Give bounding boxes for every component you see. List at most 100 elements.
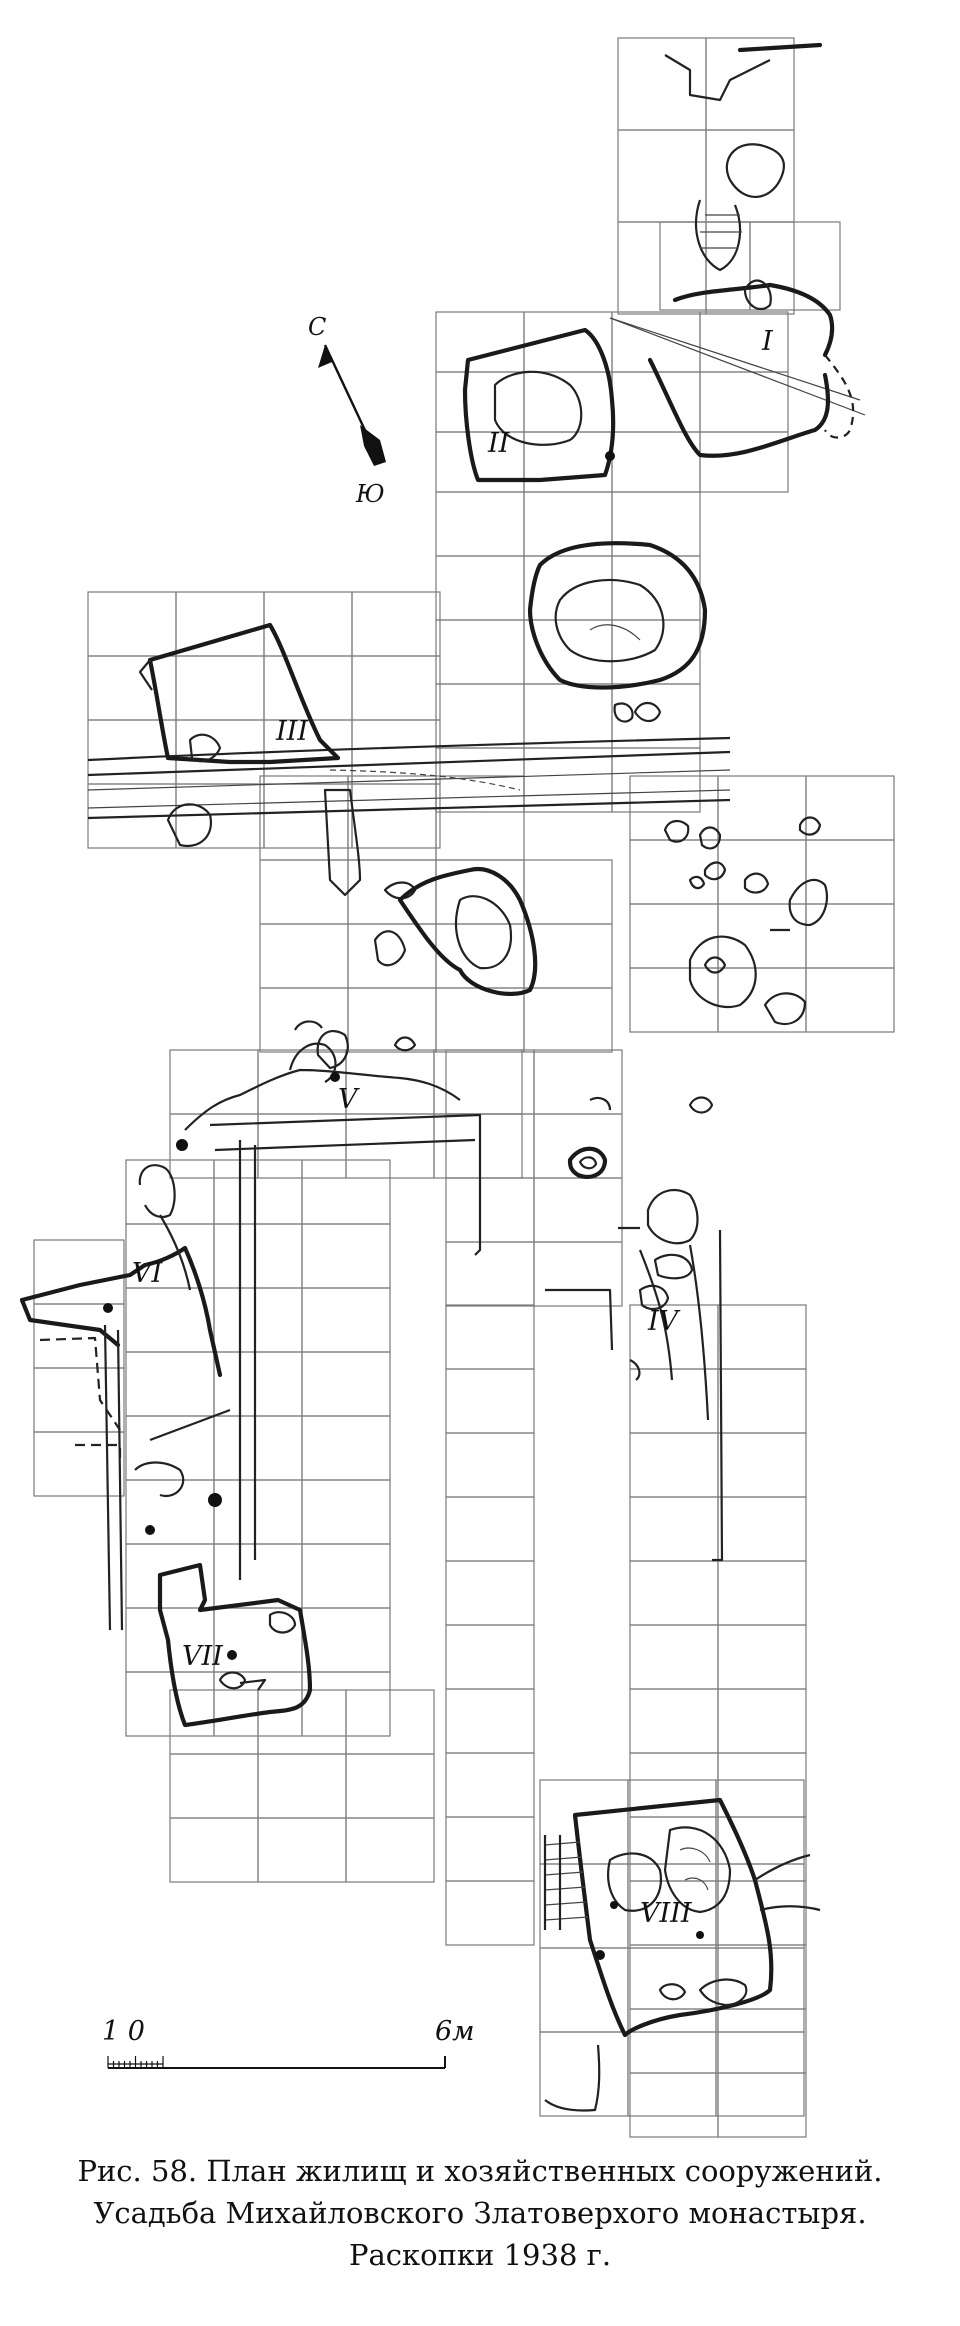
grid-square: [533, 1241, 623, 1307]
grid-square: [611, 431, 701, 493]
grid-square: [445, 1624, 535, 1690]
grid-square: [611, 747, 701, 813]
grid-square: [351, 783, 441, 849]
grid-square: [169, 1753, 259, 1819]
grid-square: [523, 683, 613, 749]
grid-square: [213, 1543, 303, 1609]
grid-square: [445, 1368, 535, 1434]
grid-square: [617, 37, 707, 131]
grid-square: [629, 903, 719, 969]
grid-square: [301, 1479, 391, 1545]
grid-square: [435, 747, 525, 813]
grid-square: [259, 987, 349, 1053]
label-feature-VII: VII: [182, 1641, 224, 1672]
grid-square: [715, 1947, 805, 2033]
grid-square: [257, 1049, 347, 1115]
grid-square: [523, 923, 613, 989]
grid-square: [213, 1223, 303, 1289]
feature-V-outline: [184, 1036, 608, 1580]
grid-square: [717, 2072, 807, 2138]
grid-square: [445, 1177, 535, 1243]
grid-square: [539, 2031, 629, 2117]
post-holes: [103, 451, 704, 1960]
label-feature-II: II: [487, 428, 511, 459]
grid-square: [301, 1351, 391, 1417]
feature-IV-outline: [545, 1188, 724, 1562]
caption-line-2: Усадьба Михайловского Златоверхого монас…: [93, 2196, 867, 2230]
grid-square: [715, 2031, 805, 2117]
grid-square: [717, 1368, 807, 1434]
label-feature-VI: VI: [132, 1258, 163, 1289]
grid-square: [345, 1817, 435, 1883]
grid-square: [87, 655, 177, 721]
grid-square: [301, 1223, 391, 1289]
grid-square: [611, 311, 701, 373]
north-label: С: [308, 313, 326, 341]
grid-square: [257, 1753, 347, 1819]
grid-square: [347, 987, 437, 1053]
grid-square: [433, 1049, 523, 1115]
grid-square: [805, 967, 895, 1033]
grid-square: [301, 1415, 391, 1481]
grid-square: [539, 1779, 629, 1865]
grid-square: [169, 1049, 259, 1115]
grid-square: [717, 903, 807, 969]
grid-square: [213, 1479, 303, 1545]
grid-square: [717, 775, 807, 841]
grid-square: [435, 491, 525, 557]
grid-square: [805, 903, 895, 969]
grid-square: [445, 1880, 535, 1946]
grid-square: [717, 1688, 807, 1754]
grid-square: [445, 1816, 535, 1882]
grid-square: [263, 783, 353, 849]
central-pit: [527, 541, 708, 723]
excavation-grid: [33, 37, 895, 2138]
grid-square: [301, 1607, 391, 1673]
grid-square: [539, 1947, 629, 2033]
grid-square: [699, 431, 789, 493]
grid-square: [351, 655, 441, 721]
grid-square: [435, 987, 525, 1053]
grid-square: [125, 1351, 215, 1417]
grid-square: [523, 371, 613, 433]
north-arrow: С Ю: [308, 313, 386, 508]
grid-square: [617, 129, 707, 223]
grid-square: [717, 1304, 807, 1370]
grid-square: [213, 1607, 303, 1673]
grid-square: [523, 987, 613, 1053]
figure-caption: Рис. 58. План жилищ и хозяйственных соор…: [0, 2150, 960, 2276]
grid-square: [627, 1947, 717, 2033]
scale-ticks: [107, 2056, 164, 2068]
scale-bar: 1 0 6м: [102, 2016, 475, 2069]
grid-square: [629, 1816, 719, 1882]
grid-square: [435, 431, 525, 493]
grid-square: [523, 555, 613, 621]
grid-square: [351, 591, 441, 657]
grid-square: [435, 555, 525, 621]
grid-square: [629, 2008, 719, 2074]
grid-square: [345, 1753, 435, 1819]
label-feature-V: V: [338, 1084, 360, 1115]
label-feature-IV: IV: [647, 1306, 681, 1337]
grid-square: [33, 1431, 125, 1497]
grid-square: [445, 1049, 535, 1115]
grid-square: [435, 311, 525, 373]
feature-III-outline: [138, 622, 341, 848]
grid-square: [617, 221, 707, 315]
grid-square: [213, 1287, 303, 1353]
grid-square: [435, 683, 525, 749]
feature-I-outline: [609, 279, 866, 458]
grid-square: [435, 619, 525, 685]
grid-square: [301, 1287, 391, 1353]
grid-square: [445, 1304, 535, 1370]
grid-square: [125, 1479, 215, 1545]
caption-line-3: Раскопки 1938 г.: [348, 2238, 612, 2272]
grid-square: [33, 1367, 125, 1433]
grid-square: [627, 1779, 717, 1865]
feature-VII-outline: [157, 1562, 313, 1728]
grid-square: [805, 775, 895, 841]
south-label: Ю: [355, 480, 385, 508]
grid-square: [445, 1752, 535, 1818]
scale-start-label: 1 0: [102, 2016, 145, 2047]
